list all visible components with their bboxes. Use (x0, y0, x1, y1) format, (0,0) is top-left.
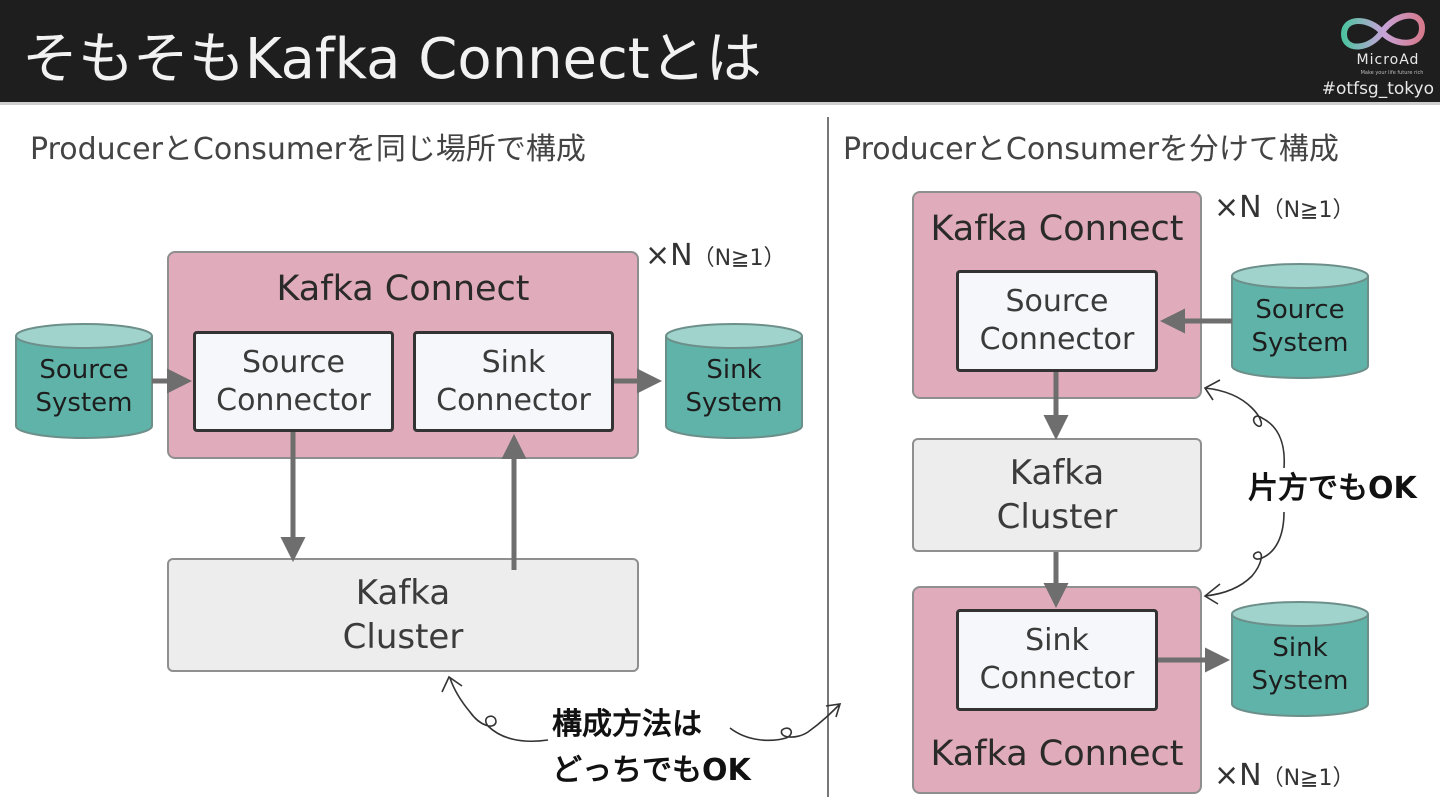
curly-arrow-to-left-icon (441, 675, 549, 743)
left-multiplier: ×N（N≧1） (645, 238, 785, 273)
logo-tagline: Make your life future rich (1360, 70, 1424, 76)
left-source-system: Source System (16, 350, 152, 424)
right-bottom-multiplier: ×N（N≧1） (1214, 758, 1354, 793)
system-label-line1: Sink (706, 355, 762, 385)
left-source-connector: Source Connector (193, 331, 394, 432)
vertical-divider (827, 117, 829, 797)
microad-logo-icon (1340, 12, 1426, 50)
multiplier-text: ×N (645, 238, 693, 273)
logo-brand: MicroAd (1356, 52, 1420, 68)
cluster-label-line1: Kafka (1009, 453, 1105, 493)
right-sink-connector: Sink Connector (956, 609, 1158, 711)
multiplier-condition: （N≧1） (1261, 766, 1355, 791)
right-source-system: Source System (1232, 290, 1368, 364)
right-sink-system: Sink System (1232, 628, 1368, 702)
system-label-line2: System (1251, 666, 1349, 696)
system-label-line1: Sink (1272, 633, 1328, 663)
connector-label-line1: Source (1005, 284, 1109, 319)
header-divider (0, 102, 1440, 105)
system-label-line1: Source (39, 355, 129, 385)
connector-label-line2: Connector (436, 382, 591, 418)
system-label-line1: Source (1255, 295, 1345, 325)
multiplier-condition: （N≧1） (692, 246, 786, 271)
header-bar: そもそもKafka Connectとは MicroAd Make your li… (0, 0, 1440, 102)
center-note-line1: 構成方法は (552, 707, 702, 742)
system-label-line2: System (685, 388, 783, 418)
connector-label-line1: Source (241, 344, 346, 380)
right-top-kafka-connect-label: Kafka Connect (930, 209, 1184, 249)
multiplier-text: ×N (1214, 758, 1262, 793)
left-kafka-connect-label: Kafka Connect (276, 269, 530, 309)
right-kafka-cluster: Kafka Cluster (912, 438, 1202, 552)
left-section-title: ProducerとConsumerを同じ場所で構成 (30, 132, 586, 167)
connector-label-line2: Connector (979, 661, 1135, 696)
system-label-line2: System (1251, 328, 1349, 358)
connector-label-line1: Sink (1025, 623, 1089, 658)
connector-label-line2: Connector (979, 322, 1135, 357)
left-sink-system: Sink System (666, 350, 802, 424)
connector-label-line1: Sink (481, 344, 546, 380)
curly-arrow-down-icon (1203, 511, 1285, 605)
right-bottom-kafka-connect-label: Kafka Connect (930, 734, 1184, 774)
curly-arrow-up-icon (1203, 379, 1286, 469)
cluster-label-line1: Kafka (355, 573, 451, 613)
cluster-label-line2: Cluster (342, 617, 464, 657)
right-top-multiplier: ×N（N≧1） (1214, 190, 1354, 225)
center-note: 構成方法は どっちでもOK (552, 702, 751, 794)
left-sink-connector: Sink Connector (413, 331, 614, 432)
page-title: そもそもKafka Connectとは (22, 27, 762, 92)
right-note: 片方でもOK (1248, 471, 1417, 506)
multiplier-condition: （N≧1） (1261, 198, 1355, 223)
right-section-title: ProducerとConsumerを分けて構成 (843, 132, 1339, 167)
multiplier-text: ×N (1214, 190, 1262, 225)
cluster-label-line2: Cluster (996, 497, 1118, 537)
left-kafka-cluster: Kafka Cluster (167, 558, 639, 672)
connector-label-line2: Connector (216, 382, 371, 418)
system-label-line2: System (35, 388, 133, 418)
center-note-line2: どっちでもOK (552, 753, 751, 788)
hashtag: #otfsg_tokyo (1321, 79, 1434, 99)
right-source-connector: Source Connector (956, 270, 1158, 372)
